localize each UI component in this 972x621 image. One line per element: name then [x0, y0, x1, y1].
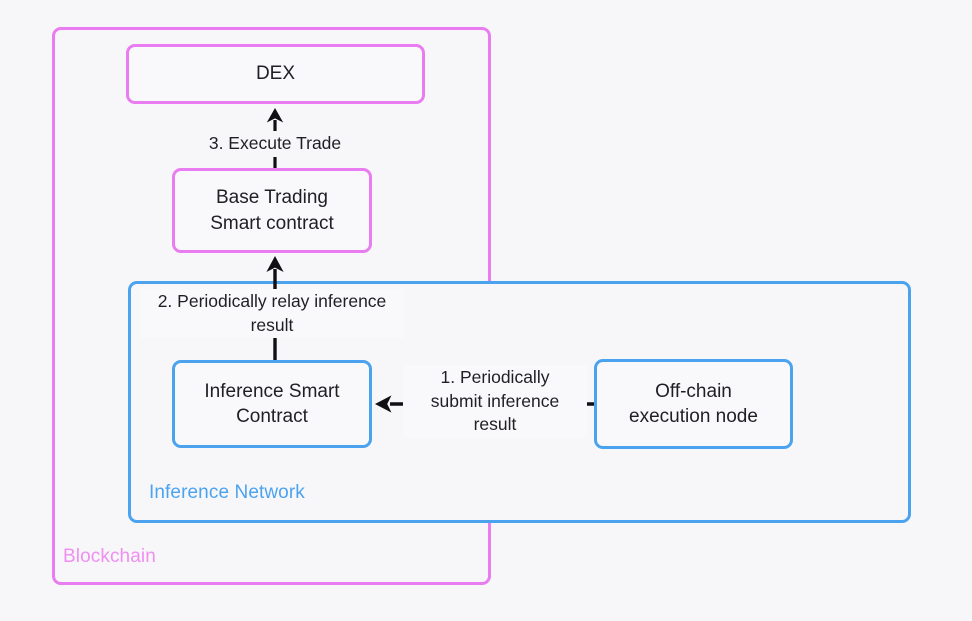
node-inference-smart-contract[interactable]: Inference Smart Contract	[172, 360, 372, 448]
node-offchain-execution-node-label: Off-chain execution node	[629, 380, 758, 427]
edge-label-submit-inference-result: 1. Periodically submit inference result	[403, 365, 587, 438]
node-base-trading-smart-contract[interactable]: Base Trading Smart contract	[172, 168, 372, 253]
node-base-trading-smart-contract-label: Base Trading Smart contract	[210, 187, 334, 234]
node-dex-label: DEX	[255, 63, 296, 85]
inference-network-group-label: Inference Network	[149, 482, 305, 503]
edge-label-execute-trade: 3. Execute Trade	[155, 131, 395, 157]
edge-label-relay-inference-result: 2. Periodically relay inference result	[140, 289, 404, 339]
blockchain-group-label: Blockchain	[63, 546, 156, 567]
node-offchain-execution-node[interactable]: Off-chain execution node	[594, 359, 793, 449]
node-dex[interactable]: DEX	[126, 44, 425, 104]
node-inference-smart-contract-label: Inference Smart Contract	[204, 380, 340, 427]
